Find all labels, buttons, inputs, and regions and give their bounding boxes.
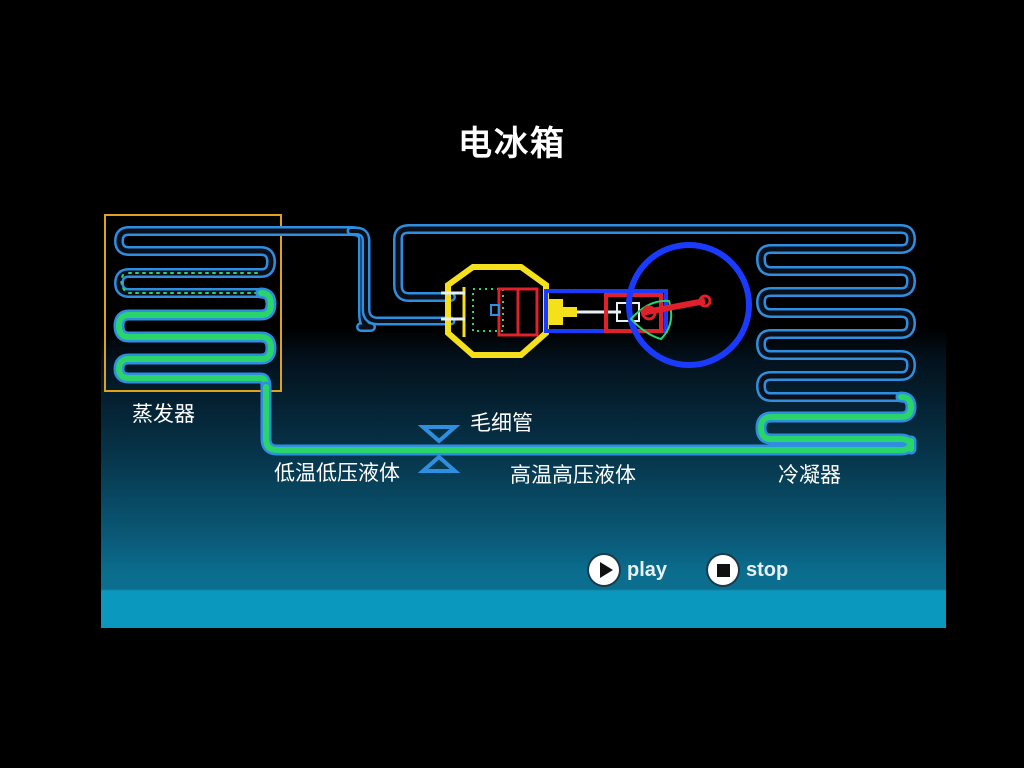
suction-line xyxy=(346,226,456,326)
condenser-liquid-line xyxy=(260,381,917,456)
valve-ports xyxy=(441,291,465,321)
refrigeration-cycle-diagram xyxy=(104,214,917,473)
stop-button[interactable]: stop xyxy=(708,555,788,585)
stop-icon xyxy=(708,555,738,585)
label-condenser: 冷凝器 xyxy=(778,463,841,487)
discharge-line xyxy=(393,224,916,402)
motor xyxy=(626,242,752,368)
label-high-temp-high-pressure: 高温高压液体 xyxy=(510,463,636,487)
play-label: play xyxy=(627,558,668,581)
evaporator-coil xyxy=(113,226,376,393)
play-icon xyxy=(589,555,619,585)
stop-label: stop xyxy=(746,558,789,581)
evaporator-frame xyxy=(104,214,282,392)
play-button[interactable]: play xyxy=(589,555,667,585)
label-evaporator: 蒸发器 xyxy=(132,402,195,426)
label-capillary: 毛细管 xyxy=(470,411,533,435)
page-title: 电冰箱 xyxy=(458,124,566,164)
label-low-temp-low-pressure: 低温低压液体 xyxy=(274,461,400,485)
diagram-stage: 蒸发器 毛细管 低温低压液体 高温高压液体 冷凝器 play stop xyxy=(101,209,946,628)
capillary-valve-icon xyxy=(417,425,461,473)
